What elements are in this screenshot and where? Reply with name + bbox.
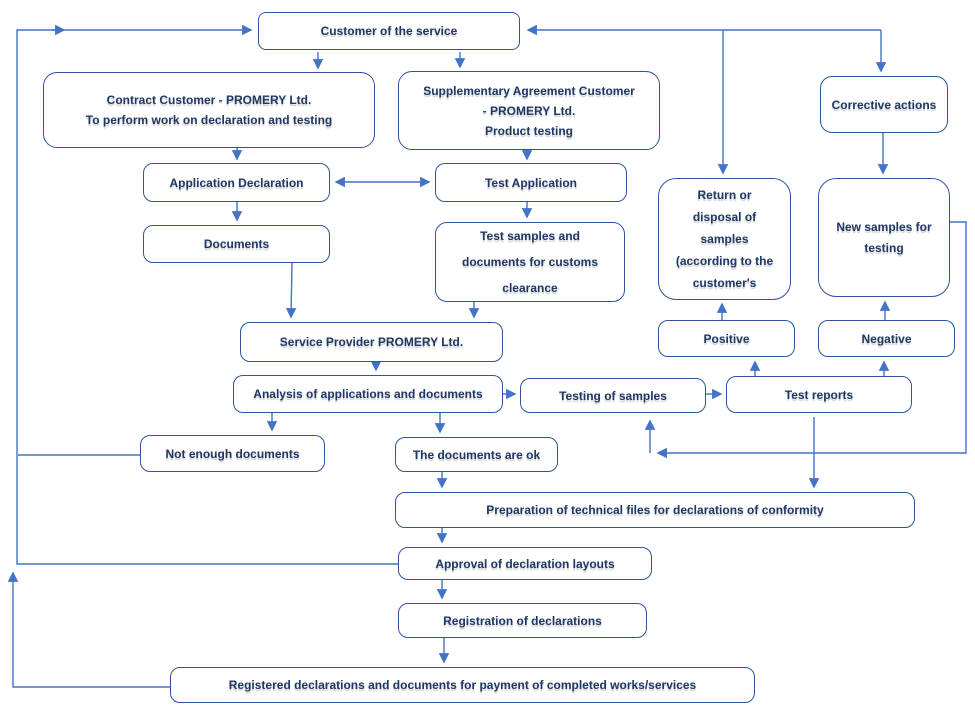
node-registration-of-declarations: Registration of declarations bbox=[398, 603, 647, 638]
node-documents-are-ok: The documents are ok bbox=[395, 437, 558, 472]
node-analysis-of-applications: Analysis of applications and documents bbox=[233, 375, 503, 413]
node-new-samples-for-testing: New samples for testing bbox=[818, 178, 950, 297]
node-service-provider: Service Provider PROMERY Ltd. bbox=[240, 322, 503, 362]
node-corrective-actions: Corrective actions bbox=[820, 76, 948, 133]
node-positive: Positive bbox=[658, 320, 795, 357]
node-approval-of-declaration-layouts: Approval of declaration layouts bbox=[398, 547, 652, 580]
node-test-application: Test Application bbox=[435, 163, 627, 202]
node-test-samples-for-customs: Test samples and documents for customs c… bbox=[435, 222, 625, 302]
connector-new-samples-retest-loop bbox=[656, 221, 967, 459]
node-documents: Documents bbox=[143, 225, 330, 263]
node-registered-declarations-payment: Registered declarations and documents fo… bbox=[170, 667, 755, 703]
node-not-enough-documents: Not enough documents bbox=[140, 435, 325, 472]
node-customer-of-the-service: Customer of the service bbox=[258, 12, 520, 50]
node-preparation-of-technical-files: Preparation of technical files for decla… bbox=[395, 492, 915, 528]
connector-registered-to-left-rail bbox=[7, 571, 170, 688]
node-testing-of-samples: Testing of samples bbox=[520, 378, 706, 413]
node-return-or-disposal-of-samples: Return or disposal of samples (according… bbox=[658, 178, 791, 300]
node-supplementary-agreement-customer: Supplementary Agreement Customer - PROME… bbox=[398, 71, 660, 150]
node-test-reports: Test reports bbox=[726, 376, 912, 413]
node-contract-customer: Contract Customer - PROMERY Ltd. To perf… bbox=[43, 72, 375, 148]
connector-documents-to-service-provider bbox=[285, 262, 297, 319]
connector-left-rail-to-customer bbox=[16, 24, 398, 565]
node-application-declaration: Application Declaration bbox=[143, 163, 330, 202]
node-negative: Negative bbox=[818, 320, 955, 357]
